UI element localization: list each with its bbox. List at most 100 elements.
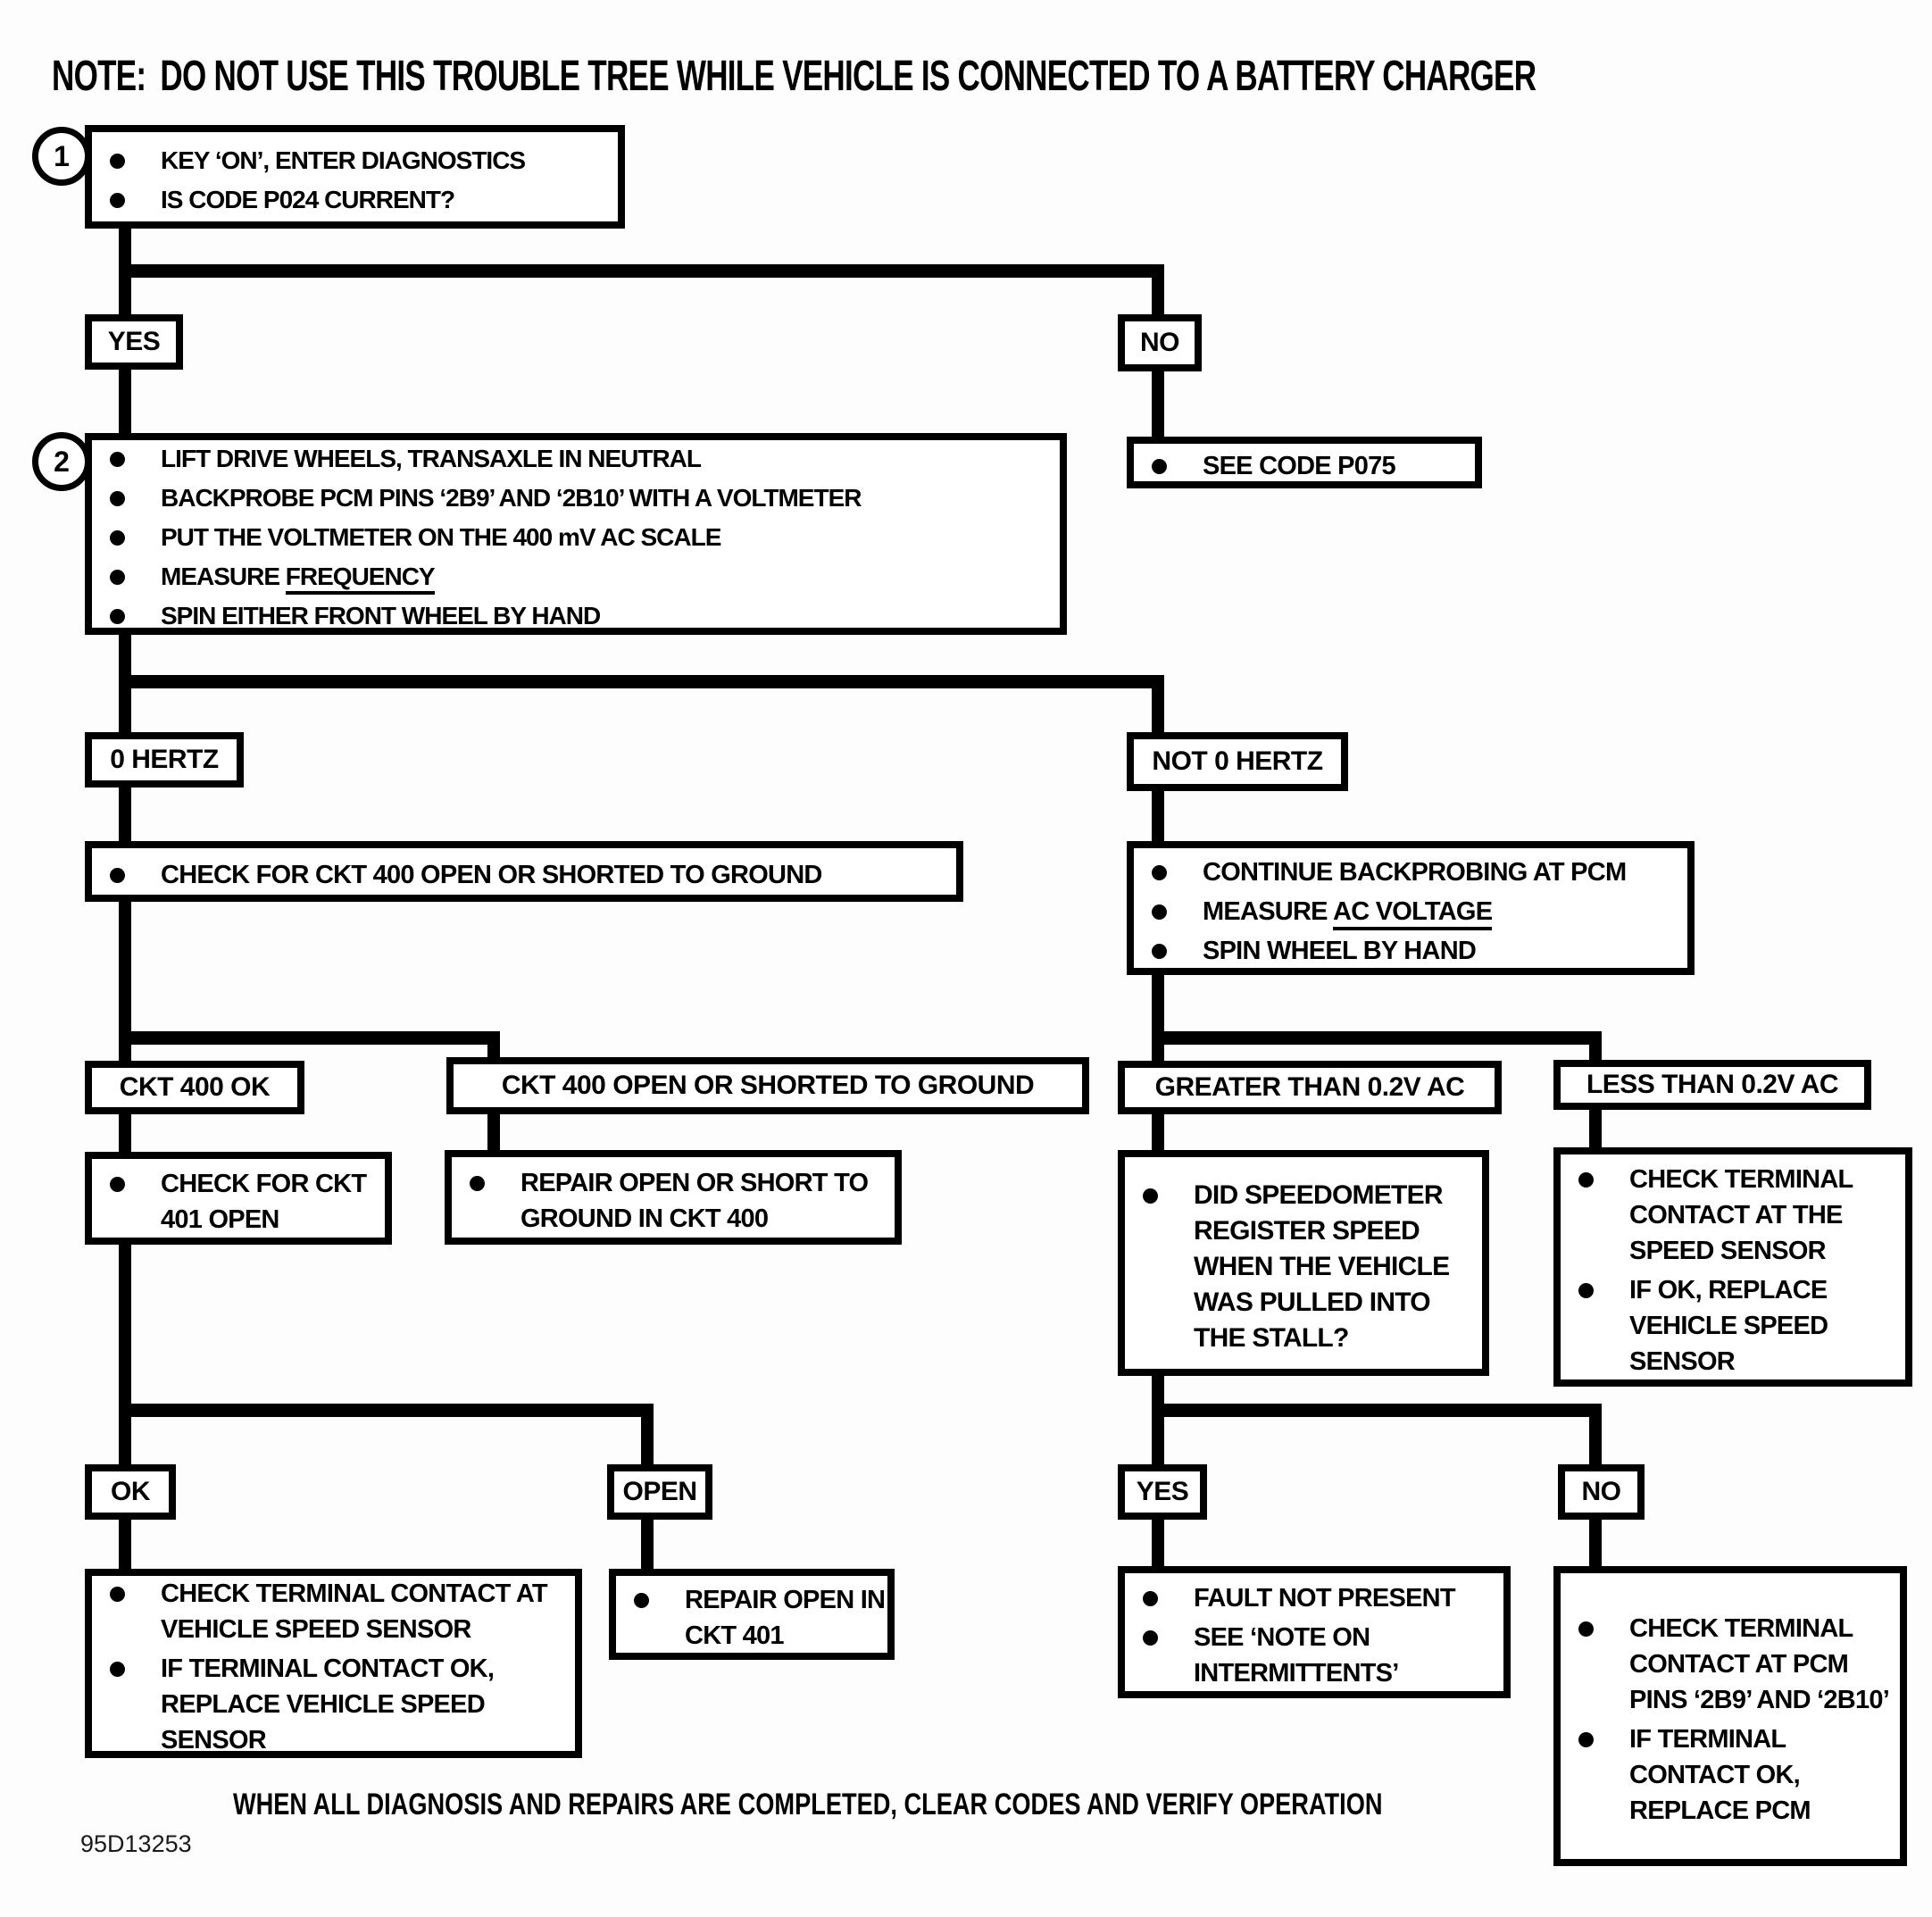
node-check-terminal-speed-sensor: CHECK TERMINAL CONTACT AT THE SPEED SENS… (1553, 1147, 1912, 1387)
bullet-text: REPAIR OPEN OR SHORT TO GROUND IN CKT 40… (520, 1169, 869, 1233)
bullet-text: MEASURE FREQUENCY (161, 559, 1060, 595)
connector-line (1152, 1404, 1602, 1417)
connector-line (1152, 1113, 1164, 1152)
bullet-icon (1143, 1591, 1158, 1606)
node-enter-diagnostics: KEY ‘ON’, ENTER DIAGNOSTICS IS CODE P024… (85, 125, 625, 229)
bullet-text: SEE CODE P075 (1203, 452, 1396, 480)
bullet-icon (1578, 1283, 1594, 1298)
node-check-terminal-pcm: CHECK TERMINAL CONTACT AT PCM PINS ‘2B9’… (1553, 1566, 1907, 1866)
bullet-icon (1152, 459, 1167, 474)
bullet-text: BACKPROBE PCM PINS ‘2B9’ AND ‘2B10’ WITH… (161, 484, 862, 512)
bullet-text: DID SPEEDOMETER REGISTER SPEED WHEN THE … (1194, 1179, 1450, 1353)
bullet-text: CONTINUE BACKPROBING AT PCM (1203, 858, 1627, 887)
step-marker-2: 2 (32, 432, 91, 491)
branch-label-no-bottom: NO (1558, 1464, 1645, 1520)
connector-line (119, 264, 1164, 278)
connector-line (487, 1031, 500, 1059)
bullet-text: CHECK TERMINAL CONTACT AT THE SPEED SENS… (1629, 1165, 1853, 1265)
connector-line (119, 1031, 500, 1045)
note-text: DO NOT USE THIS TROUBLE TREE WHILE VEHIC… (160, 53, 1536, 100)
underlined-term: FREQUENCY (285, 563, 436, 595)
node-did-speedometer-register: DID SPEEDOMETER REGISTER SPEED WHEN THE … (1118, 1150, 1489, 1376)
bullet-text: IF OK, REPLACE VEHICLE SPEED SENSOR (1629, 1276, 1828, 1376)
node-repair-ckt400: REPAIR OPEN OR SHORT TO GROUND IN CKT 40… (445, 1150, 902, 1245)
branch-label-no-top: NO (1118, 314, 1202, 371)
bullet-icon (1143, 1188, 1158, 1204)
node-check-ckt401-open: CHECK FOR CKT 401 OPEN (85, 1152, 392, 1245)
branch-label-open: OPEN (607, 1464, 712, 1520)
bullet-icon (470, 1176, 485, 1191)
bullet-text: KEY ‘ON’, ENTER DIAGNOSTICS (161, 146, 526, 174)
connector-line (1152, 264, 1164, 316)
bullet-icon (1152, 865, 1167, 880)
connector-line (119, 368, 131, 435)
note-label: NOTE: (52, 53, 146, 100)
connector-line (1152, 789, 1164, 843)
bullet-icon (110, 452, 125, 467)
connector-line (1152, 973, 1164, 1063)
bullet-text: CHECK FOR CKT 400 OPEN OR SHORTED TO GRO… (161, 861, 822, 889)
underlined-term: AC VOLTAGE (1333, 897, 1493, 930)
node-repair-ckt401: REPAIR OPEN IN CKT 401 (609, 1569, 895, 1660)
connector-line (641, 1404, 654, 1466)
bullet-icon (110, 154, 125, 169)
bullet-icon (110, 868, 125, 883)
connector-line (119, 1518, 131, 1571)
bullet-icon (110, 609, 125, 624)
bullet-icon (110, 1662, 125, 1677)
connector-line (1152, 1374, 1164, 1466)
branch-label-0-hertz: 0 HERTZ (85, 732, 244, 788)
bullet-text: SPIN WHEEL BY HAND (1203, 937, 1477, 965)
bullet-icon (110, 491, 125, 506)
bullet-text: LIFT DRIVE WHEELS, TRANSAXLE IN NEUTRAL (161, 445, 702, 472)
branch-label-ckt400-open: CKT 400 OPEN OR SHORTED TO GROUND (446, 1057, 1089, 1114)
bullet-text: FAULT NOT PRESENT (1194, 1584, 1456, 1613)
figure-id: 95D13253 (80, 1830, 192, 1857)
connector-line (1152, 1518, 1164, 1568)
bullet-icon (1143, 1630, 1158, 1646)
connector-line (1152, 1031, 1602, 1045)
bullet-icon (1578, 1172, 1594, 1188)
branch-label-not-0-hertz: NOT 0 HERTZ (1127, 732, 1348, 791)
bullet-icon (634, 1593, 649, 1608)
bullet-text: CHECK FOR CKT 401 OPEN (161, 1170, 367, 1234)
bullet-icon (110, 193, 125, 208)
connector-line (1589, 1518, 1602, 1568)
connector-line (1152, 675, 1164, 734)
connector-line (119, 900, 131, 1063)
branch-label-greater-than-02v: GREATER THAN 0.2V AC (1118, 1061, 1502, 1114)
node-fault-not-present: FAULT NOT PRESENT SEE ‘NOTE ON INTERMITT… (1118, 1566, 1511, 1698)
node-see-code-p075: SEE CODE P075 (1127, 437, 1482, 488)
branch-label-ckt400-ok: CKT 400 OK (85, 1061, 304, 1114)
bullet-text: IF TERMINAL CONTACT OK, REPLACE VEHICLE … (161, 1654, 495, 1754)
connector-line (1152, 370, 1164, 438)
bullet-text: REPAIR OPEN IN CKT 401 (685, 1586, 886, 1650)
connector-line (119, 1404, 654, 1417)
connector-line (119, 786, 131, 843)
connector-line (119, 1113, 131, 1154)
bullet-icon (110, 530, 125, 546)
node-check-terminal-vss: CHECK TERMINAL CONTACT AT VEHICLE SPEED … (85, 1569, 582, 1758)
connector-line (487, 1113, 500, 1152)
connector-line (119, 1243, 131, 1466)
bullet-icon (1578, 1621, 1594, 1637)
branch-label-less-than-02v: LESS THAN 0.2V AC (1553, 1060, 1871, 1110)
bullet-text: CHECK TERMINAL CONTACT AT PCM PINS ‘2B9’… (1629, 1614, 1890, 1714)
note-banner: NOTE: DO NOT USE THIS TROUBLE TREE WHILE … (52, 52, 1932, 101)
bullet-text: SEE ‘NOTE ON INTERMITTENTS’ (1194, 1623, 1399, 1688)
connector-line (641, 1518, 654, 1571)
connector-line (1589, 1404, 1602, 1466)
bullet-text: PUT THE VOLTMETER ON THE 400 mV AC SCALE (161, 523, 721, 551)
bullet-icon (1578, 1732, 1594, 1747)
completion-note: WHEN ALL DIAGNOSIS AND REPAIRS ARE COMPL… (232, 1788, 1383, 1821)
node-continue-backprobing: CONTINUE BACKPROBING AT PCM MEASURE AC V… (1127, 841, 1695, 975)
step-marker-1: 1 (32, 127, 91, 186)
bullet-icon (110, 570, 125, 585)
branch-label-ok: OK (85, 1464, 176, 1520)
bullet-text: IF TERMINAL CONTACT OK, REPLACE PCM (1629, 1725, 1811, 1825)
bullet-text: CHECK TERMINAL CONTACT AT VEHICLE SPEED … (161, 1579, 548, 1644)
bullet-text: MEASURE AC VOLTAGE (1203, 894, 1687, 930)
node-lift-drive-wheels: LIFT DRIVE WHEELS, TRANSAXLE IN NEUTRAL … (85, 433, 1067, 635)
branch-label-yes-top: YES (85, 314, 183, 370)
